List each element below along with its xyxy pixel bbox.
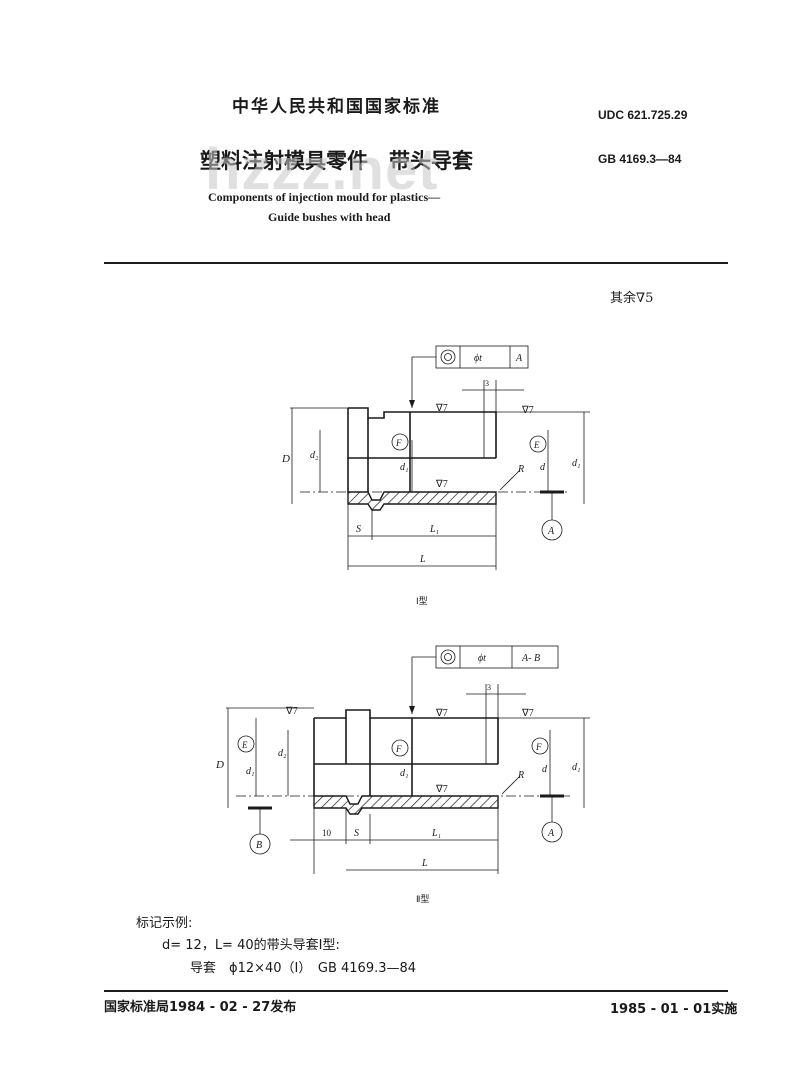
org-title: 中华人民共和国国家标准 — [232, 97, 441, 117]
tolerance-datum: A — [515, 353, 523, 364]
datum-B: B — [256, 840, 262, 851]
dim-L1: L₁ — [429, 524, 439, 535]
datum-A: A — [547, 526, 555, 537]
footer-rule — [104, 990, 728, 992]
roughness-mark: ∇7 — [435, 708, 448, 719]
dim-d1-right: d₁ — [572, 458, 580, 469]
roughness-mark: ∇7 — [285, 706, 298, 717]
dim-d1-right: d₁ — [572, 762, 580, 773]
roughness-mark: ∇7 — [521, 708, 534, 719]
header-rule — [104, 262, 728, 264]
dim-d1: d₁ — [246, 766, 254, 777]
dim-L: L — [421, 858, 428, 869]
dim-d2: d₂ — [310, 450, 319, 461]
roughness-note: 其余∇5 — [610, 291, 654, 306]
hatched-section — [347, 491, 497, 511]
dim-L: L — [419, 554, 426, 565]
tolerance-datum: A- B — [521, 653, 540, 664]
example-heading: 标记示例: — [136, 916, 193, 931]
fit-circle-E: E — [533, 440, 540, 450]
fit-circle-E: E — [241, 740, 248, 750]
figure-caption-2: Ⅱ型 — [416, 894, 429, 904]
figure-type-2: ϕt A- B 3 ∇7 ∇7 ∇7 ∇7 D E d₁ d₂ — [215, 645, 590, 904]
roughness-mark: ∇7 — [435, 479, 448, 490]
effective-date: 1985 - 01 - 01实施 — [610, 1002, 738, 1017]
fit-circle-F: F — [535, 742, 542, 752]
datum-A: A — [547, 828, 555, 839]
roughness-mark: ∇7 — [435, 784, 448, 795]
label-R: R — [517, 770, 524, 781]
udc-number: UDC 621.725.29 — [598, 108, 688, 122]
dim-3: 3 — [487, 683, 491, 692]
fit-circle-F: F — [395, 744, 402, 754]
dim-D: D — [215, 759, 224, 771]
dim-d1: d₁ — [400, 768, 408, 779]
tolerance-frame — [435, 345, 529, 369]
figure-type-1: ϕt A 3 ∇7 ∇7 ∇7 D d₂ F d₁ — [281, 345, 590, 606]
tolerance-value: ϕt — [474, 353, 482, 364]
standard-title-en-line2: Guide bushes with head — [268, 210, 391, 224]
dim-D: D — [281, 453, 290, 465]
hatched-section — [313, 795, 499, 815]
dim-S: S — [354, 828, 359, 839]
dim-d: d — [540, 462, 546, 473]
label-R: R — [517, 464, 524, 475]
dim-S: S — [356, 524, 361, 535]
example-line-2: 导套 ϕ12×40（Ⅰ） GB 4169.3—84 — [190, 961, 417, 976]
standard-title-en-line1: Components of injection mould for plasti… — [208, 190, 441, 204]
issue-date: 国家标准局1984 - 02 - 27发布 — [104, 1000, 297, 1015]
standard-title-cn: 塑料注射模具零件 带头导套 — [200, 149, 473, 173]
dim-d1: d₁ — [400, 462, 408, 473]
watermark: hzzz.net — [205, 137, 439, 202]
roughness-mark: ∇7 — [521, 405, 534, 416]
dim-3: 3 — [485, 379, 489, 388]
dim-L1: L₁ — [431, 828, 441, 839]
dim-d2: d₂ — [278, 748, 287, 759]
standard-number: GB 4169.3—84 — [598, 152, 682, 166]
roughness-mark: ∇7 — [435, 403, 448, 414]
fit-circle-F: F — [395, 438, 402, 448]
example-line-1: d= 12，L= 40的带头导套Ⅰ型: — [162, 938, 340, 953]
figure-caption-1: Ⅰ型 — [416, 596, 428, 606]
dim-10: 10 — [322, 828, 332, 838]
dim-d: d — [542, 764, 548, 775]
tolerance-value: ϕt — [478, 653, 486, 664]
